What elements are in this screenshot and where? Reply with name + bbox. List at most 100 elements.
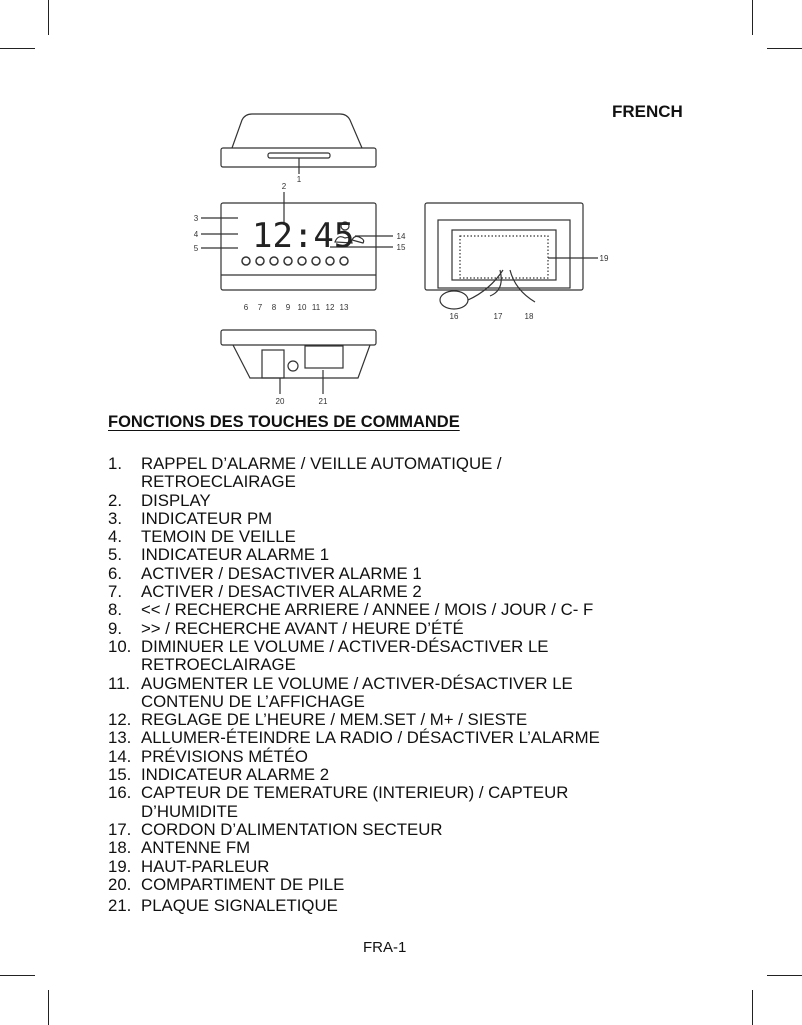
item-text-line: D’HUMIDITE	[141, 801, 238, 821]
crop-mark	[48, 0, 49, 35]
callout-19: 19	[600, 254, 609, 263]
item-text: REGLAGE DE L’HEURE / MEM.SET / M+ / SIES…	[141, 710, 528, 730]
item-text: PRÉVISIONS MÉTÉO	[141, 746, 308, 766]
top-view	[220, 113, 377, 174]
item-text: ACTIVER / DESACTIVER ALARME 1	[141, 563, 422, 583]
item-text: RAPPEL D’ALARME / VEILLE AUTOMATIQUE /RE…	[141, 454, 502, 492]
item-text-line: DIMINUER LE VOLUME / ACTIVER-DÉSACTIVER …	[141, 636, 549, 656]
list-item: 9.>> / RECHERCHE AVANT / HEURE D’ÉTÉ	[108, 618, 600, 638]
item-text-line: CORDON D’ALIMENTATION SECTEUR	[141, 819, 443, 839]
item-text: INDICATEUR ALARME 2	[141, 765, 329, 784]
callout-13: 13	[340, 303, 349, 312]
callout-6: 6	[244, 303, 249, 312]
callout-14: 14	[397, 232, 406, 241]
crop-mark	[0, 48, 35, 49]
list-item: 6. ACTIVER / DESACTIVER ALARME 1	[108, 563, 600, 583]
callout-20: 20	[276, 397, 285, 406]
item-number: 11.	[108, 673, 131, 693]
callout-16: 16	[450, 312, 459, 321]
item-number: 21.	[108, 896, 132, 916]
item-number: 1.	[108, 454, 122, 473]
item-text-line: CAPTEUR DE TEMERATURE (INTERIEUR) / CAPT…	[141, 783, 569, 803]
callout-18: 18	[525, 312, 534, 321]
callout-11: 11	[312, 303, 321, 312]
item-number: 20.	[108, 874, 132, 894]
item-number: 3.	[108, 508, 122, 528]
list-item: 1. RAPPEL D’ALARME / VEILLE AUTOMATIQUE /…	[108, 454, 600, 492]
item-text-line: ACTIVER / DESACTIVER ALARME 1	[141, 563, 422, 583]
item-text-line: CONTENU DE L’AFFICHAGE	[141, 691, 365, 711]
back-view	[424, 202, 598, 310]
callout-9: 9	[286, 303, 291, 312]
item-text-line: PLAQUE SIGNALETIQUE	[141, 896, 338, 916]
item-number: 4.	[108, 527, 122, 547]
crop-mark	[767, 48, 802, 49]
list-item: 16. CAPTEUR DE TEMERATURE (INTERIEUR) / C…	[108, 784, 600, 821]
page-number: FRA-1	[363, 939, 407, 956]
item-text-line: INDICATEUR PM	[141, 508, 273, 528]
item-text-line: PRÉVISIONS MÉTÉO	[141, 746, 308, 766]
callout-4: 4	[194, 230, 199, 239]
list-item: 18.ANTENNE FM	[108, 838, 600, 858]
item-text: DIMINUER LE VOLUME / ACTIVER-DÉSACTIVER …	[141, 636, 549, 675]
crop-mark	[0, 975, 35, 976]
callout-21: 21	[319, 397, 328, 406]
item-text: ALLUMER-ÉTEINDRE LA RADIO / DÉSACTIVER L…	[141, 729, 600, 748]
list-item: 7.ACTIVER / DESACTIVER ALARME 2	[108, 582, 600, 602]
crop-mark	[767, 975, 802, 976]
item-text-line: REGLAGE DE L’HEURE / MEM.SET / M+ / SIES…	[141, 710, 528, 730]
item-text: DISPLAY	[141, 491, 211, 510]
item-text-line: HAUT-PARLEUR	[141, 856, 270, 876]
item-number: 19.	[108, 856, 132, 876]
item-text: INDICATEUR PM	[141, 508, 273, 528]
list-item: 12. REGLAGE DE L’HEURE / MEM.SET / M+ / S…	[108, 710, 600, 730]
item-text-line: RAPPEL D’ALARME / VEILLE AUTOMATIQUE /	[141, 454, 502, 473]
item-text: ANTENNE FM	[141, 838, 251, 858]
list-item: 5. INDICATEUR ALARME 1	[108, 545, 600, 565]
item-text: INDICATEUR ALARME 1	[141, 545, 330, 565]
list-item: 21. PLAQUE SIGNALETIQUE	[108, 896, 600, 916]
item-text-line: ANTENNE FM	[141, 838, 251, 858]
item-text-line: RETROECLAIRAGE	[141, 655, 296, 675]
callout-7: 7	[258, 303, 263, 312]
item-number: 17.	[108, 819, 132, 839]
item-text-line: AUGMENTER LE VOLUME / ACTIVER-DÉSACTIVER…	[141, 673, 573, 693]
callout-10: 10	[298, 303, 307, 312]
item-number: 16.	[108, 783, 132, 803]
section-title: FONCTIONS DES TOUCHES DE COMMANDE	[108, 413, 460, 431]
item-text: CAPTEUR DE TEMERATURE (INTERIEUR) / CAPT…	[141, 784, 568, 821]
list-item: 4. TEMOIN DE VEILLE	[108, 527, 600, 547]
item-number: 8.	[108, 600, 122, 620]
item-number: 15.	[108, 765, 132, 785]
item-number: 2.	[108, 490, 122, 510]
list-item: 14. PRÉVISIONS MÉTÉO	[108, 746, 600, 766]
bottom-view	[220, 329, 377, 394]
item-number: 5.	[108, 545, 122, 565]
callout-3: 3	[194, 214, 199, 223]
item-number: 14.	[108, 746, 132, 766]
callout-5: 5	[194, 244, 199, 253]
item-text-line: TEMOIN DE VEILLE	[141, 527, 296, 547]
list-item: 20.COMPARTIMENT DE PILE	[108, 874, 600, 894]
item-text-line: INDICATEUR ALARME 1	[141, 545, 330, 565]
item-text: HAUT-PARLEUR	[141, 856, 270, 876]
list-item: 11. AUGMENTER LE VOLUME / ACTIVER-DÉSACTI…	[108, 673, 600, 712]
list-item: 10. DIMINUER LE VOLUME / ACTIVER-DÉSACTIV…	[108, 636, 600, 675]
language-label: FRENCH	[612, 102, 683, 121]
list-item: 3. INDICATEUR PM	[108, 508, 600, 528]
item-number: 7.	[108, 582, 122, 602]
list-item: 13. ALLUMER-ÉTEINDRE LA RADIO / DÉSACTIVE…	[108, 728, 600, 748]
callout-2: 2	[282, 182, 287, 191]
item-number: 12.	[108, 710, 132, 730]
crop-mark	[48, 990, 49, 1025]
item-text-line: << / RECHERCHE ARRIERE / ANNEE / MOIS / …	[141, 600, 594, 620]
item-number: 10.	[108, 636, 132, 656]
front-view	[201, 192, 393, 291]
product-diagram: 12:45 1 2 3 4 5 6 7 8 9 10 11 12 13 14 1…	[194, 113, 609, 406]
item-text: << / RECHERCHE ARRIERE / ANNEE / MOIS / …	[141, 600, 594, 620]
item-number: 13.	[108, 728, 132, 748]
item-number: 6.	[108, 563, 122, 583]
crop-mark	[752, 0, 753, 35]
item-number: 9.	[108, 618, 122, 638]
item-text: CORDON D’ALIMENTATION SECTEUR	[141, 819, 443, 839]
